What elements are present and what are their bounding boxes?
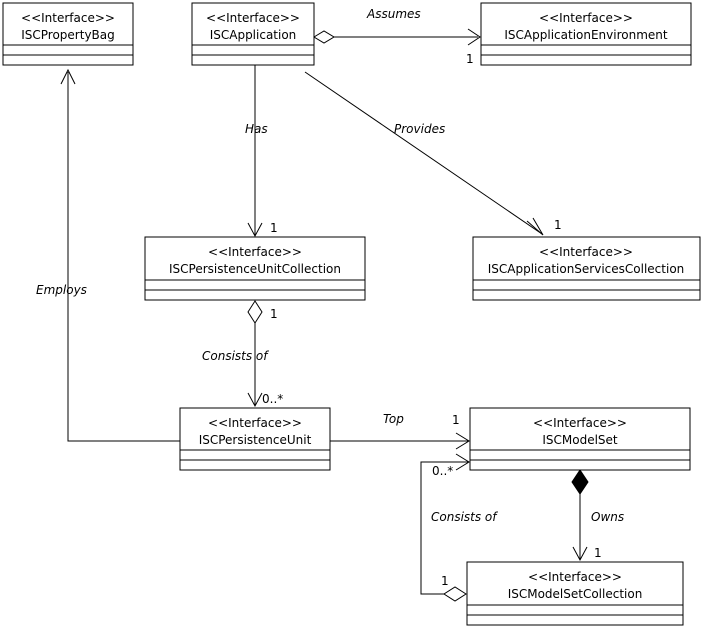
relationship-employs: Employs	[36, 68, 180, 442]
provides-target-multiplicity: 1	[554, 218, 562, 232]
owns-target-multiplicity: 1	[594, 546, 602, 560]
top-label: Top	[383, 412, 404, 426]
class-box-isc-property-bag[interactable]: <<Interface>> ISCPropertyBag	[2, 2, 134, 66]
assumes-label: Assumes	[366, 7, 421, 21]
class-box-isc-persistence-unit-collection[interactable]: <<Interface>> ISCPersistenceUnitCollecti…	[144, 236, 366, 301]
class-stereotype: <<Interface>>	[208, 416, 302, 430]
consists-of-lower-label: Consists of	[431, 510, 498, 524]
consists-of-lower-target-open-arrow	[455, 453, 470, 471]
class-name: ISCPersistenceUnitCollection	[169, 262, 341, 276]
employs-line	[67, 72, 180, 442]
assumes-target-open-arrow	[467, 28, 481, 46]
relationship-top: Top 1	[330, 412, 470, 450]
class-name: ISCPersistenceUnit	[199, 433, 312, 447]
consists-of-lower-line	[420, 461, 468, 595]
owns-target-open-arrow	[572, 546, 588, 562]
has-target-open-arrow	[247, 222, 263, 238]
class-stereotype: <<Interface>>	[21, 11, 115, 25]
class-box-isc-persistence-unit[interactable]: <<Interface>> ISCPersistenceUnit	[179, 407, 331, 471]
class-box-isc-application-environment[interactable]: <<Interface>> ISCApplicationEnvironment	[480, 2, 692, 66]
consists-of-upper-source-open-diamond	[247, 300, 263, 324]
class-name: ISCApplication	[210, 28, 297, 42]
consists-of-lower-source-open-diamond	[443, 586, 467, 602]
relationship-consists-of-lower: 1 Consists of 0..*	[420, 453, 498, 602]
class-name: ISCModelSet	[542, 433, 618, 447]
class-stereotype: <<Interface>>	[533, 416, 627, 430]
class-stereotype: <<Interface>>	[528, 570, 622, 584]
class-name: ISCPropertyBag	[21, 28, 115, 42]
relationship-consists-of-upper: 1 Consists of 0..*	[202, 300, 283, 408]
class-name: ISCModelSetCollection	[508, 587, 643, 601]
employs-label: Employs	[36, 283, 87, 297]
consists-of-upper-target-open-arrow	[247, 392, 263, 408]
top-target-open-arrow	[455, 432, 470, 450]
class-box-isc-model-set[interactable]: <<Interface>> ISCModelSet	[469, 407, 691, 471]
class-box-isc-model-set-collection[interactable]: <<Interface>> ISCModelSetCollection	[466, 561, 684, 626]
consists-of-upper-label: Consists of	[202, 349, 269, 363]
relationship-owns: Owns 1	[571, 469, 624, 562]
relationship-has: Has 1	[245, 65, 278, 238]
owns-label: Owns	[591, 510, 624, 524]
has-target-multiplicity: 1	[270, 221, 278, 235]
consists-of-lower-source-multiplicity: 1	[441, 574, 449, 588]
assumes-source-open-diamond	[313, 30, 335, 44]
class-box-isc-application[interactable]: <<Interface>> ISCApplication	[191, 2, 315, 66]
employs-target-open-arrow	[60, 68, 76, 85]
relationship-provides: Provides 1	[304, 71, 562, 236]
owns-source-filled-diamond	[571, 469, 589, 495]
class-box-isc-application-services-collection[interactable]: <<Interface>> ISCApplicationServicesColl…	[472, 236, 701, 301]
provides-target-open-arrow	[526, 217, 544, 236]
consists-of-lower-target-multiplicity: 0..*	[432, 464, 453, 478]
has-label: Has	[245, 122, 268, 136]
assumes-target-multiplicity: 1	[466, 52, 474, 66]
class-stereotype: <<Interface>>	[206, 11, 300, 25]
relationship-assumes: Assumes 1	[313, 7, 481, 66]
class-stereotype: <<Interface>>	[539, 245, 633, 259]
consists-of-upper-source-multiplicity: 1	[270, 307, 278, 321]
top-target-multiplicity: 1	[452, 413, 460, 427]
class-name: ISCApplicationEnvironment	[504, 28, 668, 42]
provides-line	[304, 71, 543, 235]
consists-of-upper-target-multiplicity: 0..*	[262, 392, 283, 406]
class-name: ISCApplicationServicesCollection	[488, 262, 685, 276]
class-stereotype: <<Interface>>	[208, 245, 302, 259]
class-stereotype: <<Interface>>	[539, 11, 633, 25]
provides-label: Provides	[394, 122, 445, 136]
